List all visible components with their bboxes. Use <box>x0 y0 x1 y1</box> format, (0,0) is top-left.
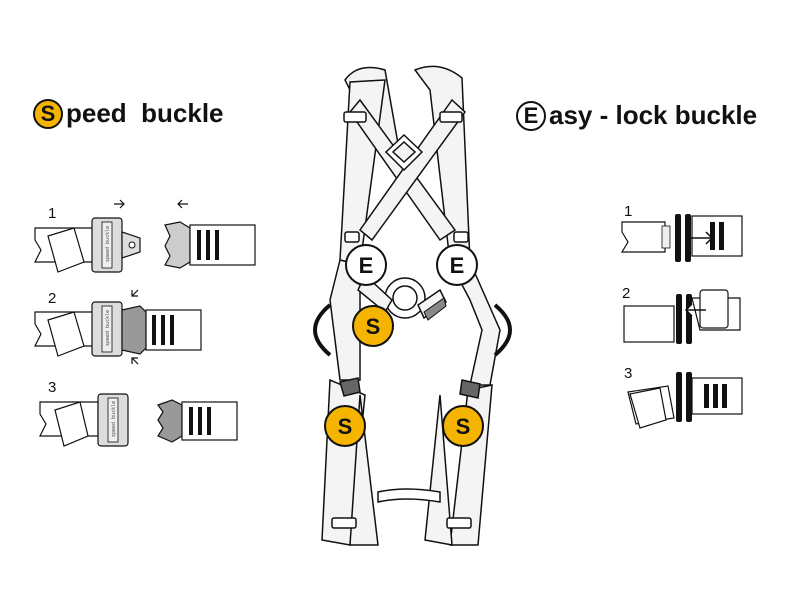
svg-text:E: E <box>450 253 465 278</box>
easy-badge-icon: E <box>516 100 546 131</box>
svg-text:S: S <box>456 414 471 439</box>
harness-marker-s-chest: S <box>352 305 394 347</box>
easy-step-2: 2 <box>622 285 741 344</box>
svg-text:E: E <box>359 253 374 278</box>
harness-marker-s-right-leg: S <box>442 405 484 447</box>
svg-text:speed buckle: speed buckle <box>105 310 111 346</box>
speed-badge-icon: S <box>33 98 63 129</box>
easy-step-2-label: 2 <box>622 285 630 302</box>
full-body-harness <box>313 65 512 546</box>
speed-step-2-label: 2 <box>48 290 56 307</box>
speed-step-1: 1 speed buckle <box>34 199 256 273</box>
easy-title-text: asy - lock buckle <box>549 100 758 130</box>
easy-step-3: 3 <box>624 365 743 429</box>
speed-step-3-label: 3 <box>48 379 56 396</box>
svg-text:speed buckle: speed buckle <box>111 401 117 437</box>
easy-step-1-label: 1 <box>624 203 632 220</box>
svg-text:S: S <box>366 314 381 339</box>
easy-lock-buckle-title: E asy - lock buckle <box>516 100 757 131</box>
speed-buckle-title: S peed buckle <box>33 98 224 129</box>
speed-step-1-label: 1 <box>48 205 56 222</box>
harness-marker-e-left: E <box>345 244 387 286</box>
easy-step-1: 1 <box>620 203 743 262</box>
speed-step-3: 3 speed buckle <box>39 379 238 447</box>
harness-marker-s-left-leg: S <box>324 405 366 447</box>
speed-step-2: 2 speed buckle <box>34 289 202 365</box>
svg-text:S: S <box>338 414 353 439</box>
speed-title-text: peed buckle <box>66 98 224 128</box>
harness-marker-e-right: E <box>436 244 478 286</box>
easy-step-3-label: 3 <box>624 365 632 382</box>
svg-text:speed buckle: speed buckle <box>105 226 111 262</box>
